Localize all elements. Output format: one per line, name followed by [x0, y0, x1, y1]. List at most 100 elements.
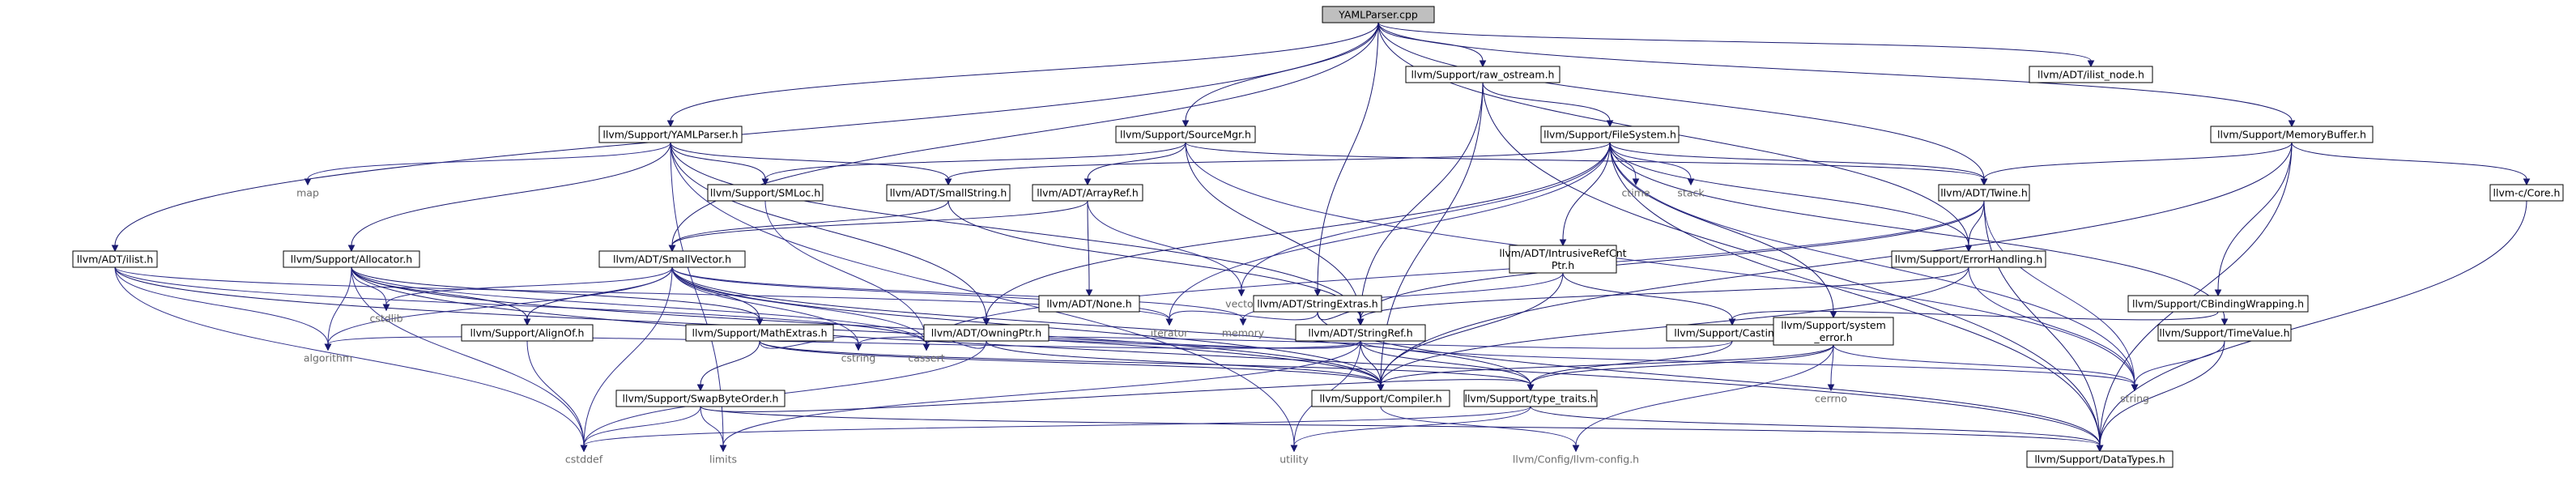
- edge-line: [1482, 82, 2101, 446]
- node-llvm_config: llvm/Config/llvm-config.h: [1513, 454, 1639, 466]
- edge-yamlparser-to-allocator: [347, 142, 671, 253]
- node-mathextras[interactable]: llvm/Support/MathExtras.h: [685, 324, 834, 342]
- edge-arrowhead: [1965, 245, 1973, 253]
- edge-line: [700, 406, 724, 446]
- node-label: llvm/ADT/None.h: [1046, 298, 1131, 310]
- node-label: llvm/Support/type_traits.h: [1464, 393, 1596, 405]
- node-smallstring[interactable]: llvm/ADT/SmallString.h: [886, 184, 1011, 202]
- edge-arrowhead: [666, 120, 675, 128]
- edge-arrowhead: [111, 245, 119, 253]
- node-owningptr[interactable]: llvm/ADT/OwningPtr.h: [923, 324, 1050, 342]
- edge-arrowhead: [2096, 445, 2104, 453]
- node-box: [1938, 184, 2030, 202]
- node-label: llvm/ADT/SmallString.h: [890, 187, 1007, 199]
- edge-line: [1377, 22, 2092, 62]
- node-arrayref[interactable]: llvm/ADT/ArrayRef.h: [1032, 184, 1143, 202]
- node-box: [461, 324, 594, 342]
- edge-arrowhead: [696, 384, 705, 392]
- edge-swapbyteorder-to-type_traits: [700, 379, 1535, 412]
- edge-line: [351, 266, 760, 320]
- edge-cbindingwrapping-to-casting: [1728, 310, 2219, 326]
- node-type_traits[interactable]: llvm/Support/type_traits.h: [1463, 390, 1598, 407]
- edge-line: [1609, 142, 2101, 446]
- node-smloc[interactable]: llvm/Support/SMLoc.h: [707, 184, 824, 202]
- node-twine[interactable]: llvm/ADT/Twine.h: [1938, 184, 2030, 202]
- node-label: llvm/Support/Casting.h: [1674, 327, 1790, 339]
- node-system_error[interactable]: llvm/Support/system_error.h: [1773, 317, 1894, 346]
- node-alignof[interactable]: llvm/Support/AlignOf.h: [461, 324, 594, 342]
- node-allocator[interactable]: llvm/Support/Allocator.h: [283, 250, 420, 268]
- node-label: cassert: [908, 352, 944, 364]
- edge-line: [1360, 82, 1484, 320]
- node-label: llvm/ADT/ArrayRef.h: [1037, 187, 1139, 199]
- edge-swapbyteorder-to-limits: [700, 406, 727, 453]
- edge-arrowhead: [347, 245, 356, 253]
- edge-arrowhead: [1632, 178, 1640, 186]
- node-label: llvm/Support/TimeValue.h: [2159, 327, 2289, 339]
- node-label: llvm/Support/DataTypes.h: [2034, 454, 2165, 466]
- node-filesystem[interactable]: llvm/Support/FileSystem.h: [1540, 126, 1680, 143]
- edge-line: [327, 266, 352, 345]
- node-stringref[interactable]: llvm/ADT/StringRef.h: [1295, 324, 1426, 342]
- node-box: [1540, 126, 1680, 143]
- node-timevalue[interactable]: llvm/Support/TimeValue.h: [2157, 324, 2292, 342]
- node-label: llvm/Support/system: [1781, 319, 1886, 331]
- edge-line: [1609, 142, 1969, 246]
- node-label: cstddef: [565, 454, 603, 466]
- node-box: [685, 324, 834, 342]
- edge-arrowhead: [1377, 384, 1385, 392]
- edge-line: [764, 142, 1186, 180]
- node-memorybuffer[interactable]: llvm/Support/MemoryBuffer.h: [2210, 126, 2374, 143]
- edge-line: [1241, 142, 1611, 291]
- dependency-edges: [111, 22, 2531, 453]
- node-raw_ostream[interactable]: llvm/Support/raw_ostream.h: [1405, 66, 1561, 83]
- edge-arrowhead: [1827, 384, 1835, 392]
- node-none[interactable]: llvm/ADT/None.h: [1038, 295, 1140, 313]
- node-label: llvm/Support/MemoryBuffer.h: [2217, 129, 2366, 141]
- edge-line: [1360, 340, 1531, 385]
- node-cbindingwrapping[interactable]: llvm/Support/CBindingWrapping.h: [2127, 295, 2309, 313]
- edge-arrowhead: [2131, 384, 2139, 392]
- node-stack: stack: [1677, 187, 1705, 199]
- node-box: [2127, 295, 2309, 313]
- node-label: llvm/Support/SourceMgr.h: [1120, 129, 1251, 141]
- edge-root-to-yamlparser: [666, 22, 1379, 128]
- node-string: string: [2120, 393, 2149, 405]
- node-label: llvm/ADT/SmallVector.h: [613, 253, 731, 266]
- node-yamlparser[interactable]: llvm/Support/YAMLParser.h: [598, 126, 743, 143]
- edge-arrowhead: [2523, 178, 2531, 186]
- edge-line: [759, 336, 859, 349]
- edge-allocator-to-cstddef: [351, 266, 588, 453]
- node-datatypes[interactable]: llvm/Support/DataTypes.h: [2026, 450, 2174, 468]
- node-limits: limits: [709, 454, 737, 466]
- edge-line: [1360, 340, 1382, 385]
- edge-line: [764, 200, 927, 345]
- edge-line: [1530, 344, 1834, 385]
- edge-line: [351, 266, 2101, 446]
- node-compiler[interactable]: llvm/Support/Compiler.h: [1311, 390, 1450, 407]
- node-label: llvm/Config/llvm-config.h: [1513, 454, 1639, 466]
- node-box: [1253, 295, 1382, 313]
- node-ilist_node[interactable]: llvm/ADT/ilist_node.h: [2029, 66, 2153, 83]
- edge-line: [1317, 310, 1361, 321]
- edge-arrowhead: [982, 318, 990, 326]
- node-sourcemgr[interactable]: llvm/Support/SourceMgr.h: [1115, 126, 1256, 143]
- node-label: ctime: [1621, 187, 1650, 199]
- edge-arrowhead: [922, 343, 930, 351]
- node-smallvector[interactable]: llvm/ADT/SmallVector.h: [598, 250, 746, 268]
- edge-allocator-to-algorithm: [324, 266, 352, 351]
- node-errorhandling[interactable]: llvm/Support/ErrorHandling.h: [1891, 250, 2046, 268]
- edge-arrowhead: [1084, 178, 1092, 186]
- node-ilist[interactable]: llvm/ADT/ilist.h: [72, 250, 158, 268]
- edge-filesystem-to-ctime: [1609, 142, 1640, 186]
- node-box: [1038, 295, 1140, 313]
- node-root[interactable]: YAMLParser.cpp: [1322, 6, 1435, 23]
- edge-filesystem-to-owningptr: [982, 142, 1611, 326]
- edge-line: [327, 336, 1361, 349]
- node-swapbyteorder[interactable]: llvm/Support/SwapByteOrder.h: [615, 390, 786, 407]
- node-stringextras[interactable]: llvm/ADT/StringExtras.h: [1253, 295, 1382, 313]
- node-label: stack: [1677, 187, 1705, 199]
- node-llvmc_core[interactable]: llvm-c/Core.h: [2489, 184, 2564, 202]
